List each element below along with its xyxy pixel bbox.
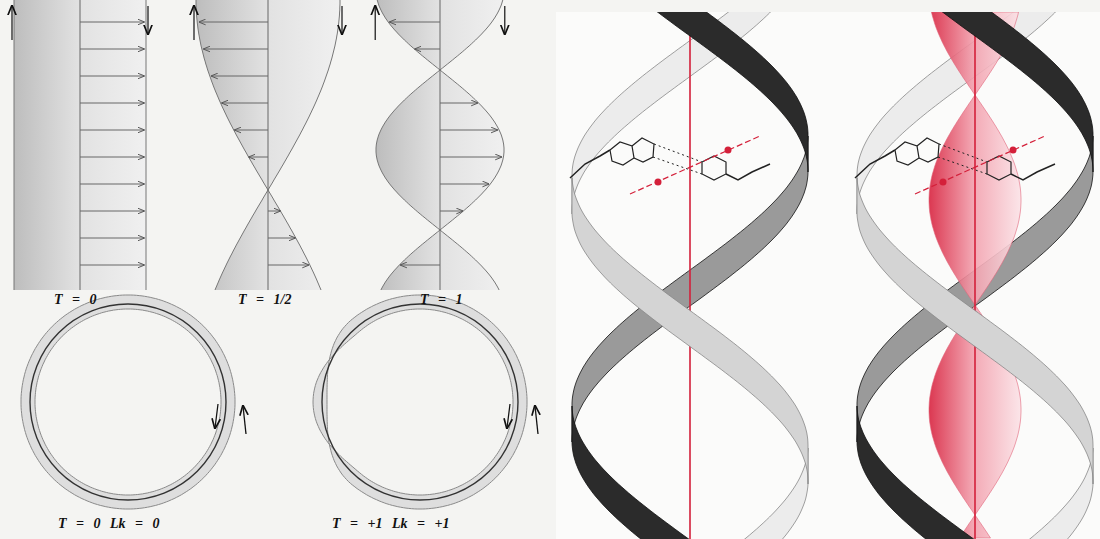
helix-strand <box>857 406 1069 539</box>
red-dot <box>940 179 947 186</box>
hydrogen-bond <box>653 157 702 174</box>
ribbon-edge <box>14 0 15 290</box>
helix-group <box>570 12 808 539</box>
normal-arrow <box>235 130 268 131</box>
normal-arrow <box>211 76 268 77</box>
hydrogen-bond <box>939 144 987 162</box>
helix-axis <box>974 12 976 539</box>
twisted-ribbon <box>196 0 340 290</box>
hydrogen-bond <box>654 144 702 162</box>
hydrogen-bond <box>938 157 987 174</box>
strand-arrow <box>215 404 218 428</box>
helix-strand <box>572 12 806 214</box>
base-backbone <box>1011 164 1055 180</box>
ring-axis <box>322 304 518 500</box>
ribbon-edge <box>313 309 513 495</box>
twisted-ribbon <box>376 0 504 290</box>
normal-arrow <box>440 211 463 212</box>
red-axis-ribbon <box>929 12 1021 538</box>
base-backbone <box>855 150 895 178</box>
ring-group <box>21 295 538 509</box>
twisted-ribbon <box>14 0 146 290</box>
ribbon-edge <box>196 0 321 290</box>
red-dot <box>725 147 732 154</box>
normal-arrow <box>440 184 489 185</box>
normal-arrow <box>199 22 268 23</box>
base-molecule <box>895 142 919 165</box>
strand-arrow <box>243 406 246 434</box>
normal-arrow <box>80 103 144 104</box>
helix-group <box>855 12 1093 539</box>
base-molecule <box>632 138 654 162</box>
closed-ribbon <box>21 295 235 509</box>
normal-arrow <box>440 130 497 131</box>
strand-arrow <box>11 6 12 40</box>
normal-arrow <box>268 238 295 239</box>
caption-label: T = 0 <box>52 292 99 308</box>
strand-arrow <box>341 6 342 34</box>
left-panel <box>0 0 550 539</box>
normal-arrow <box>268 211 280 212</box>
normal-arrow <box>80 22 144 23</box>
ring-axis <box>30 304 226 500</box>
normal-arrow <box>80 76 144 77</box>
caption-label: T = +1 Lk = +1 <box>330 516 452 532</box>
normal-arrow <box>80 157 144 158</box>
normal-arrow <box>204 49 268 50</box>
pair-axis <box>630 136 760 194</box>
normal-arrow <box>80 211 144 212</box>
ribbon-edge <box>377 0 504 290</box>
strand-arrow <box>375 6 376 40</box>
normal-arrow <box>440 157 501 158</box>
helix-strand <box>857 178 1093 484</box>
helix-strand <box>880 12 1093 172</box>
helix-axis <box>689 12 691 539</box>
caption-label: T = 1/2 <box>236 292 293 308</box>
base-backbone <box>570 150 610 178</box>
ribbon-edge <box>146 0 147 290</box>
strand-arrow <box>504 6 505 34</box>
normal-arrow <box>222 103 268 104</box>
normal-arrow <box>80 184 144 185</box>
base-molecule <box>917 138 939 162</box>
ribbon-edge <box>376 0 503 290</box>
normal-arrow <box>80 265 144 266</box>
normal-arrow <box>80 49 144 50</box>
normal-arrow <box>268 265 309 266</box>
normal-arrow <box>390 22 440 23</box>
helix-strand <box>572 406 784 539</box>
ribbon-edge <box>215 0 340 290</box>
normal-arrow <box>80 130 144 131</box>
strand-arrow <box>507 404 510 428</box>
closed-ribbon <box>313 295 527 509</box>
red-dot <box>655 179 662 186</box>
ribbon-axis <box>268 0 269 290</box>
strand-arrow <box>147 6 148 34</box>
normal-arrow <box>440 103 477 104</box>
strand-arrow <box>193 6 194 40</box>
base-molecule <box>987 156 1011 180</box>
normal-arrow <box>80 238 144 239</box>
ribbon-group <box>12 0 505 290</box>
base-molecule <box>610 142 634 165</box>
normal-arrow <box>401 265 440 266</box>
ribbon-axis <box>440 0 441 290</box>
base-molecule <box>702 156 726 180</box>
ribbon-edge <box>21 295 235 509</box>
ribbon-axis <box>80 0 81 290</box>
helix-strand <box>572 178 808 484</box>
ribbon-edge <box>35 309 221 495</box>
normal-arrow <box>249 157 268 158</box>
base-backbone <box>726 164 770 180</box>
caption-label: T = 0 Lk = 0 <box>56 516 162 532</box>
red-dot <box>1010 147 1017 154</box>
helix-strand <box>595 12 808 172</box>
caption-label: T = 1 <box>418 292 465 308</box>
normal-arrow <box>415 49 440 50</box>
pair-axis <box>915 136 1045 194</box>
strand-arrow <box>535 406 538 434</box>
